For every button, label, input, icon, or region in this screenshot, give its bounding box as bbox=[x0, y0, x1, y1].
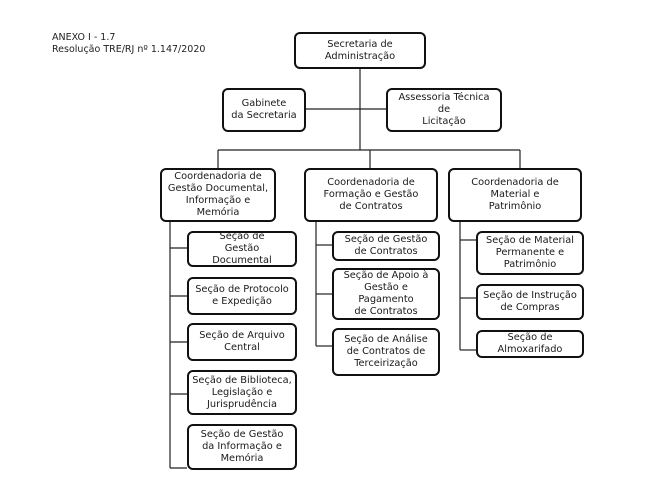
coordination-title: Coordenadoria de Material e Patrimônio bbox=[471, 177, 559, 212]
section-box: Seção de Arquivo Central bbox=[187, 323, 297, 361]
document-header: ANEXO I - 1.7 Resolução TRE/RJ nº 1.147/… bbox=[52, 32, 205, 56]
secretaria-label: Secretaria de Administração bbox=[324, 38, 396, 62]
coordination-box-3: Coordenadoria de Material e Patrimônio bbox=[448, 168, 582, 222]
section-label: Seção de Instrução de Compras bbox=[483, 290, 577, 313]
section-label: Seção de Arquivo Central bbox=[199, 330, 285, 353]
coordination-box-2: Coordenadoria de Formação e Gestão de Co… bbox=[304, 168, 438, 222]
assessoria-box: Assessoria Técnica de Licitação bbox=[386, 88, 502, 132]
section-box: Seção de Material Permanente e Patrimôni… bbox=[476, 231, 584, 275]
coordination-title: Coordenadoria de Formação e Gestão de Co… bbox=[323, 177, 419, 212]
section-box: Seção de Almoxarifado bbox=[476, 330, 584, 358]
section-box: Seção de Análise de Contratos de Terceir… bbox=[332, 328, 440, 376]
section-label: Seção de Protocolo e Expedição bbox=[195, 284, 289, 307]
resolution-label: Resolução TRE/RJ nº 1.147/2020 bbox=[52, 44, 206, 55]
secretaria-box: Secretaria de Administração bbox=[294, 32, 426, 69]
annex-label: ANEXO I - 1.7 bbox=[52, 32, 116, 43]
section-label: Seção de Apoio à Gestão e Pagamento de C… bbox=[343, 270, 429, 317]
section-label: Seção de Análise de Contratos de Terceir… bbox=[344, 334, 428, 369]
section-box: Seção de Gestão Documental bbox=[187, 231, 297, 267]
section-box: Seção de Gestão de Contratos bbox=[332, 231, 440, 261]
section-label: Seção de Biblioteca, Legislação e Jurisp… bbox=[192, 374, 292, 410]
section-box: Seção de Instrução de Compras bbox=[476, 284, 584, 320]
coordination-title: Coordenadoria de Gestão Documental, Info… bbox=[167, 171, 269, 218]
gabinete-label: Gabinete da Secretaria bbox=[231, 98, 297, 121]
coordination-box-1: Coordenadoria de Gestão Documental, Info… bbox=[160, 168, 276, 222]
section-label: Seção de Material Permanente e Patrimôni… bbox=[486, 235, 574, 270]
section-label: Seção de Gestão da Informação e Memória bbox=[200, 429, 284, 464]
section-box: Seção de Protocolo e Expedição bbox=[187, 277, 297, 315]
gabinete-box: Gabinete da Secretaria bbox=[222, 88, 306, 132]
section-box: Seção de Apoio à Gestão e Pagamento de C… bbox=[332, 268, 440, 320]
section-label: Seção de Almoxarifado bbox=[497, 332, 563, 355]
assessoria-label: Assessoria Técnica de Licitação bbox=[398, 92, 490, 127]
section-box: Seção de Gestão da Informação e Memória bbox=[187, 424, 297, 470]
section-label: Seção de Gestão de Contratos bbox=[344, 234, 428, 257]
section-box: Seção de Biblioteca, Legislação e Jurisp… bbox=[187, 370, 297, 415]
section-label: Seção de Gestão Documental bbox=[212, 231, 272, 266]
